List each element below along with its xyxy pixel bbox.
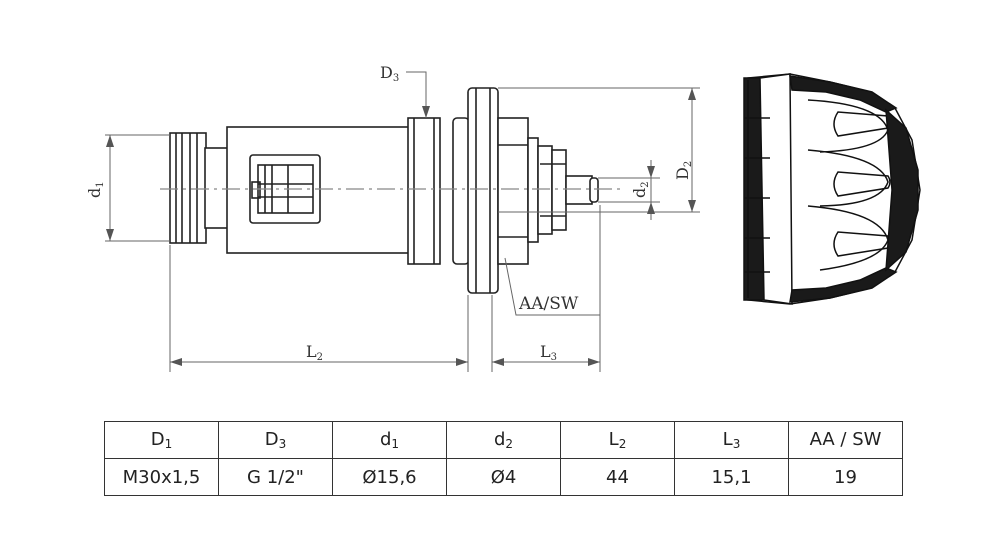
label-L2: L2 (306, 342, 323, 363)
flange (467, 87, 499, 294)
value-L2: 44 (560, 458, 675, 496)
header-D3: D3 (218, 421, 333, 459)
collar (407, 117, 441, 265)
value-d1: Ø15,6 (332, 458, 447, 496)
header-L3: L3 (674, 421, 789, 459)
value-L3: 15,1 (674, 458, 789, 496)
spec-header-row: D1 D3 d1 d2 L2 L3 AA / SW (104, 421, 903, 459)
label-aa-sw: AA/SW (518, 294, 579, 314)
dimension-lines (105, 71, 700, 372)
header-aa-sw: AA / SW (788, 421, 903, 459)
label-D2: D2 (673, 161, 694, 180)
header-D1: D1 (104, 421, 219, 459)
cap-end-view (743, 73, 921, 305)
neck (204, 147, 229, 229)
label-D3: D3 (380, 63, 399, 84)
header-d2: d2 (446, 421, 561, 459)
value-aa-sw: 19 (788, 458, 903, 496)
flange-ring (452, 117, 470, 265)
dimension-arrows (106, 88, 696, 366)
label-L3: L3 (540, 342, 557, 363)
stem-pin (565, 175, 593, 205)
value-D3: G 1/2" (218, 458, 333, 496)
label-d2: d2 (630, 181, 651, 198)
label-d1: d1 (85, 181, 106, 198)
spec-value-row: M30x1,5 G 1/2" Ø15,6 Ø4 44 15,1 19 (104, 458, 903, 496)
spec-table: D1 D3 d1 d2 L2 L3 AA / SW M30x1,5 G 1/2"… (104, 421, 903, 496)
stem-seat (537, 145, 553, 235)
dimension-labels: d1 L2 L3 D2 d2 D3 AA/SW (85, 63, 694, 363)
valve-insert-side-view (169, 87, 599, 294)
value-d2: Ø4 (446, 458, 561, 496)
hex-nut (497, 117, 529, 265)
header-L2: L2 (560, 421, 675, 459)
value-D1: M30x1,5 (104, 458, 219, 496)
header-d1: d1 (332, 421, 447, 459)
